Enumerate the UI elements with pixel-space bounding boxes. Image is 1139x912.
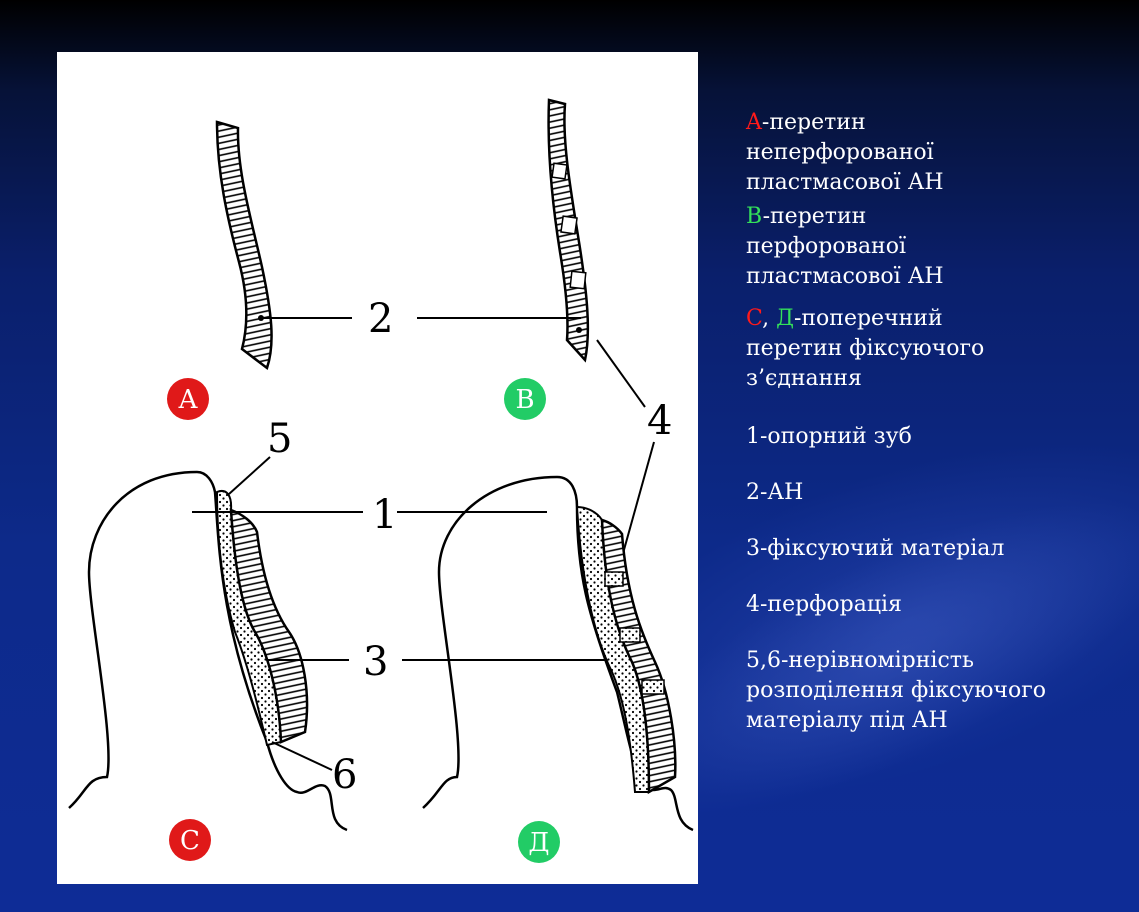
legend-cd-line-2: перетин фіксуючого [746,334,1126,364]
legend-d-letter: Д [776,306,794,331]
legend-item-5-line-2: розподілення фіксуючого [746,676,1126,706]
circle-d-label: Д [528,828,549,858]
legend-item-5-line-1: 5,6-нерівномірність [746,646,1126,676]
legend-b-letter: B [746,204,763,229]
legend-item-4: 4-перфорація [746,590,1126,620]
legend-item-2: 2-АН [746,478,1126,508]
legend-a-line-1: A-перетин [746,108,1126,138]
legend-cd-line-1: C, Д-поперечний [746,304,1126,334]
label-4: 4 [647,398,672,444]
strip-a [217,122,272,368]
legend-b-line-1: B-перетин [746,202,1126,232]
legend-item-3: 3-фіксуючий матеріал [746,534,1126,564]
diagram-svg: 2 A B 4 5 1 3 6 [57,52,698,884]
legend: A-перетин неперфорованої пластмасової АН… [746,108,1126,736]
legend-cd-line-3: з’єднання [746,364,1126,394]
label-2: 2 [368,296,393,342]
legend-item-1: 1-опорний зуб [746,422,1126,452]
legend-c-letter: C [746,306,762,331]
label-6: 6 [332,752,357,798]
tooth-c [69,472,347,830]
strip-b [549,100,588,360]
legend-b-line-2: перфорованої [746,232,1126,262]
legend-a-letter: A [746,110,762,135]
label-5: 5 [267,416,292,462]
diagram-figure: 2 A B 4 5 1 3 6 [57,52,698,884]
label-3: 3 [363,639,388,685]
circle-b-label: B [515,385,534,415]
circle-c-label: C [180,826,200,856]
legend-a-line-2: неперфорованої [746,138,1126,168]
legend-a-line-3: пластмасової АН [746,168,1126,198]
legend-b-line-3: пластмасової АН [746,262,1126,292]
label-1: 1 [372,492,397,538]
legend-item-5-line-3: матеріалу під АН [746,706,1126,736]
circle-a-label: A [178,385,199,415]
